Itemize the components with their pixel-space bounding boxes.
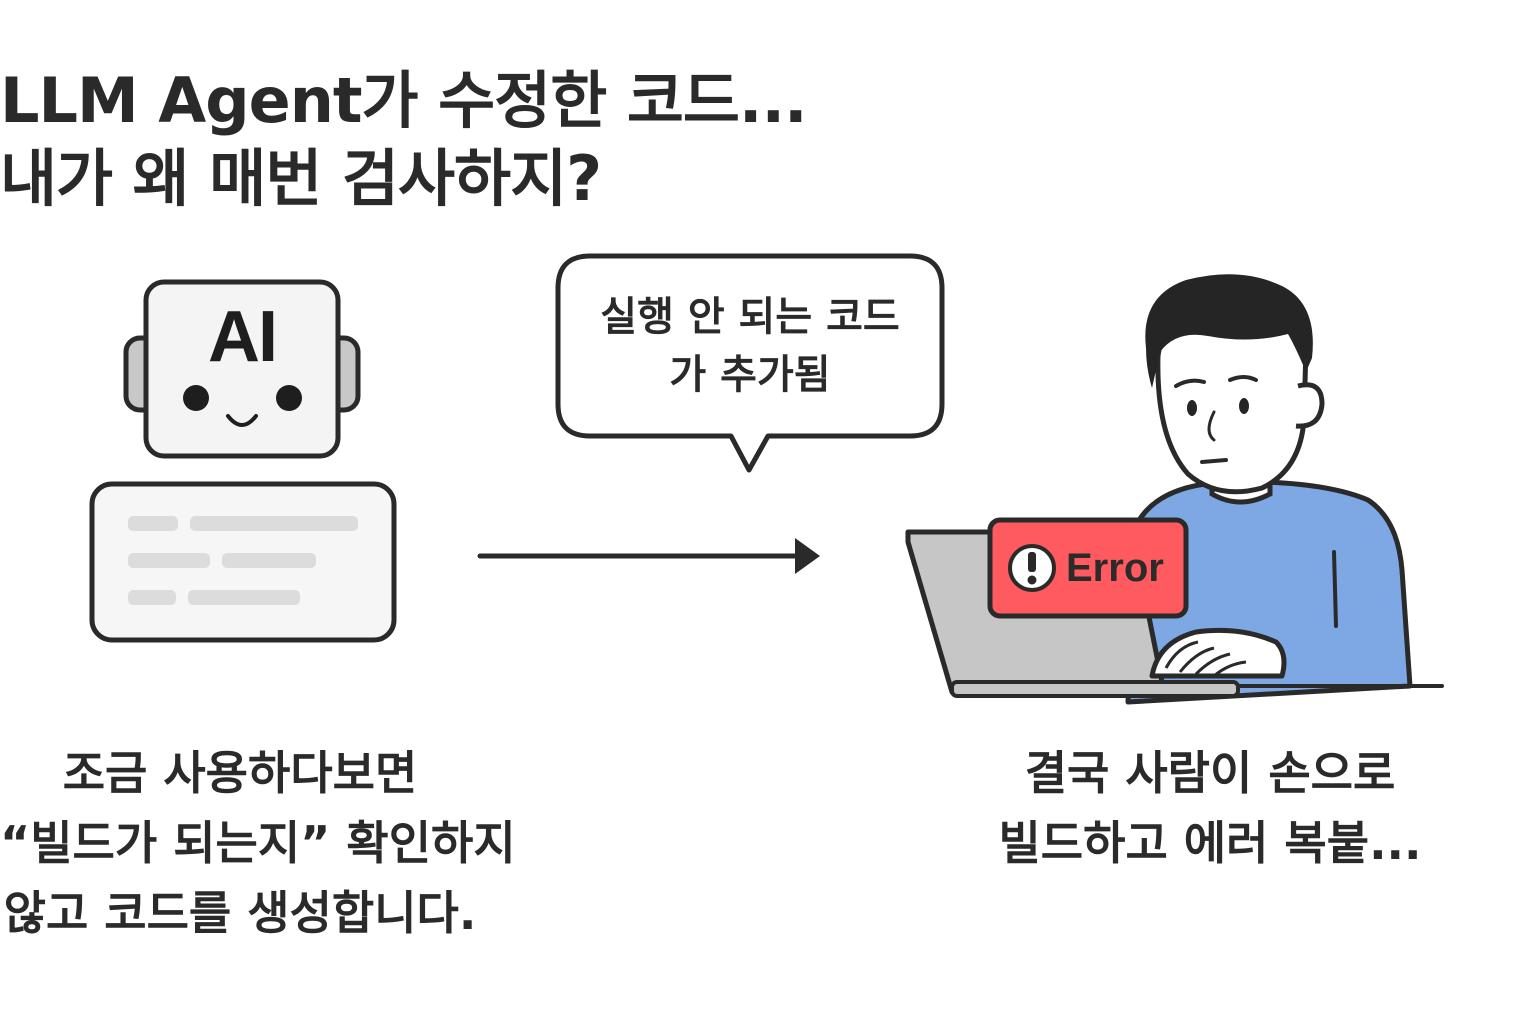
speech-bubble-line-1: 실행 안 되는 코드 xyxy=(600,294,900,340)
title-line-1: LLM Agent가 수정한 코드... xyxy=(0,64,808,137)
person-hair xyxy=(1145,274,1313,388)
robot-ai-label: AI xyxy=(208,297,278,377)
code-document-icon xyxy=(89,481,397,643)
caption-left-line-2: “빌드가 되는지” 확인하지 xyxy=(0,816,516,870)
caption-left-line-3: 않고 코드를 생성합니다. xyxy=(3,886,477,940)
caption-right-line-2: 빌드하고 에러 복붙... xyxy=(998,816,1422,870)
robot-head xyxy=(143,279,341,459)
laptop-base xyxy=(950,680,1240,698)
speech-bubble xyxy=(555,253,945,473)
caption-right-line-1: 결국 사람이 손으로 xyxy=(1024,746,1396,800)
flow-arrow-icon xyxy=(477,538,820,574)
error-badge xyxy=(987,517,1189,619)
caption-right: 결국 사람이 손으로 빌드하고 에러 복붙... xyxy=(950,738,1470,878)
speech-bubble-line-2: 가 추가됨 xyxy=(669,352,831,398)
title-line-2: 내가 왜 매번 검사하지? xyxy=(0,142,602,215)
person-hand xyxy=(1149,627,1287,679)
page-title: LLM Agent가 수정한 코드... 내가 왜 매번 검사하지? xyxy=(0,62,808,218)
caption-left: 조금 사용하다보면 “빌드가 되는지” 확인하지 않고 코드를 생성합니다. xyxy=(0,738,516,948)
caption-left-line-1: 조금 사용하다보면 xyxy=(62,746,418,800)
robot-left-eye xyxy=(183,385,209,411)
robot-smile xyxy=(226,414,258,427)
robot-icon xyxy=(123,279,361,459)
robot-right-eye xyxy=(276,385,302,411)
error-label: Error xyxy=(1066,546,1164,590)
speech-bubble-text: 실행 안 되는 코드 가 추가됨 xyxy=(560,288,940,404)
